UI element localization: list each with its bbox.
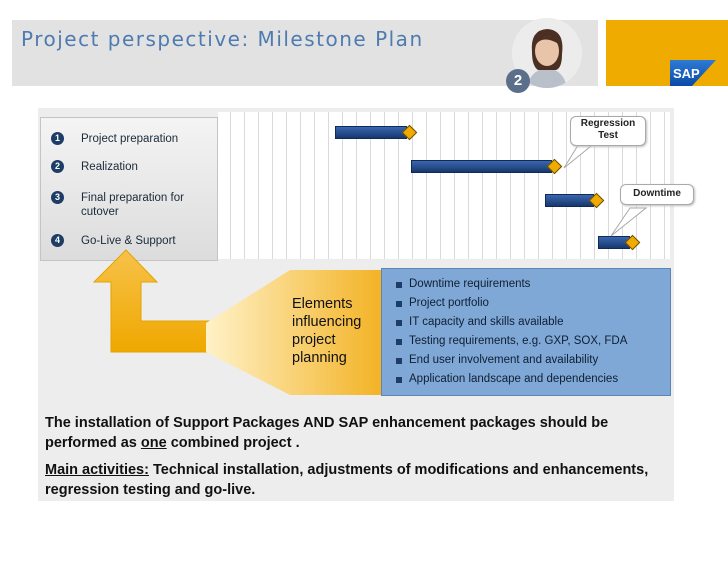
sap-logo-panel: SAP: [606, 20, 728, 86]
step-badge: 2: [506, 69, 530, 93]
phase-number-icon: 1: [51, 132, 64, 145]
list-item-text: IT capacity and skills available: [409, 316, 564, 328]
bullet-icon: [396, 301, 402, 307]
list-item-text: Testing requirements, e.g. GXP, SOX, FDA: [409, 335, 628, 347]
list-item-text: Application landscape and dependencies: [409, 373, 619, 385]
callout-pointers: [563, 141, 648, 237]
phase-number-icon: 3: [51, 191, 64, 204]
phase-number-icon: 2: [51, 160, 64, 173]
bullet-icon: [396, 320, 402, 326]
summary-emphasis: one: [140, 435, 167, 451]
elements-influencing-label: Elements influencing project planning: [292, 296, 362, 366]
list-item-text: End user involvement and availability: [409, 354, 599, 366]
summary-text-end: combined project .: [166, 435, 300, 451]
phase-label: Project preparation: [81, 133, 179, 145]
list-item-text: Project portfolio: [409, 297, 489, 309]
summary-paragraph: The installation of Support Packages AND…: [45, 413, 670, 453]
phase-list: 1 Project preparation 2 Realization 3 Fi…: [40, 117, 218, 261]
phase-label: Go-Live & Support: [81, 235, 176, 247]
main-activities-label: Main activities:: [45, 462, 149, 478]
header-bar: Project perspective: Milestone Plan: [12, 20, 598, 86]
main-activities-text: Technical installation, adjustments of m…: [45, 462, 649, 498]
phase-label: Realization: [81, 161, 138, 173]
phase-number-icon: 4: [51, 234, 64, 247]
bullet-icon: [396, 358, 402, 364]
bullet-icon: [396, 377, 402, 383]
list-item-text: Downtime requirements: [409, 278, 531, 290]
callout-regression-test: Regression Test: [570, 116, 646, 146]
summary-text: The installation of Support Packages AND…: [45, 415, 609, 451]
gantt-chart: Regression Test Downtime: [218, 112, 694, 259]
funnel-shape: [206, 270, 377, 395]
sap-logo-text: SAP: [673, 66, 700, 81]
page-title: Project perspective: Milestone Plan: [21, 27, 424, 51]
sap-logo-icon: SAP: [670, 60, 716, 86]
phase-label: Final preparation for cutover: [81, 192, 184, 218]
bullet-icon: [396, 339, 402, 345]
bullet-icon: [396, 282, 402, 288]
up-arrow-icon: [92, 249, 221, 353]
main-activities-paragraph: Main activities: Technical installation,…: [45, 460, 670, 500]
callout-downtime: Downtime: [620, 184, 694, 205]
requirements-list: Downtime requirements Project portfolio …: [381, 268, 671, 396]
